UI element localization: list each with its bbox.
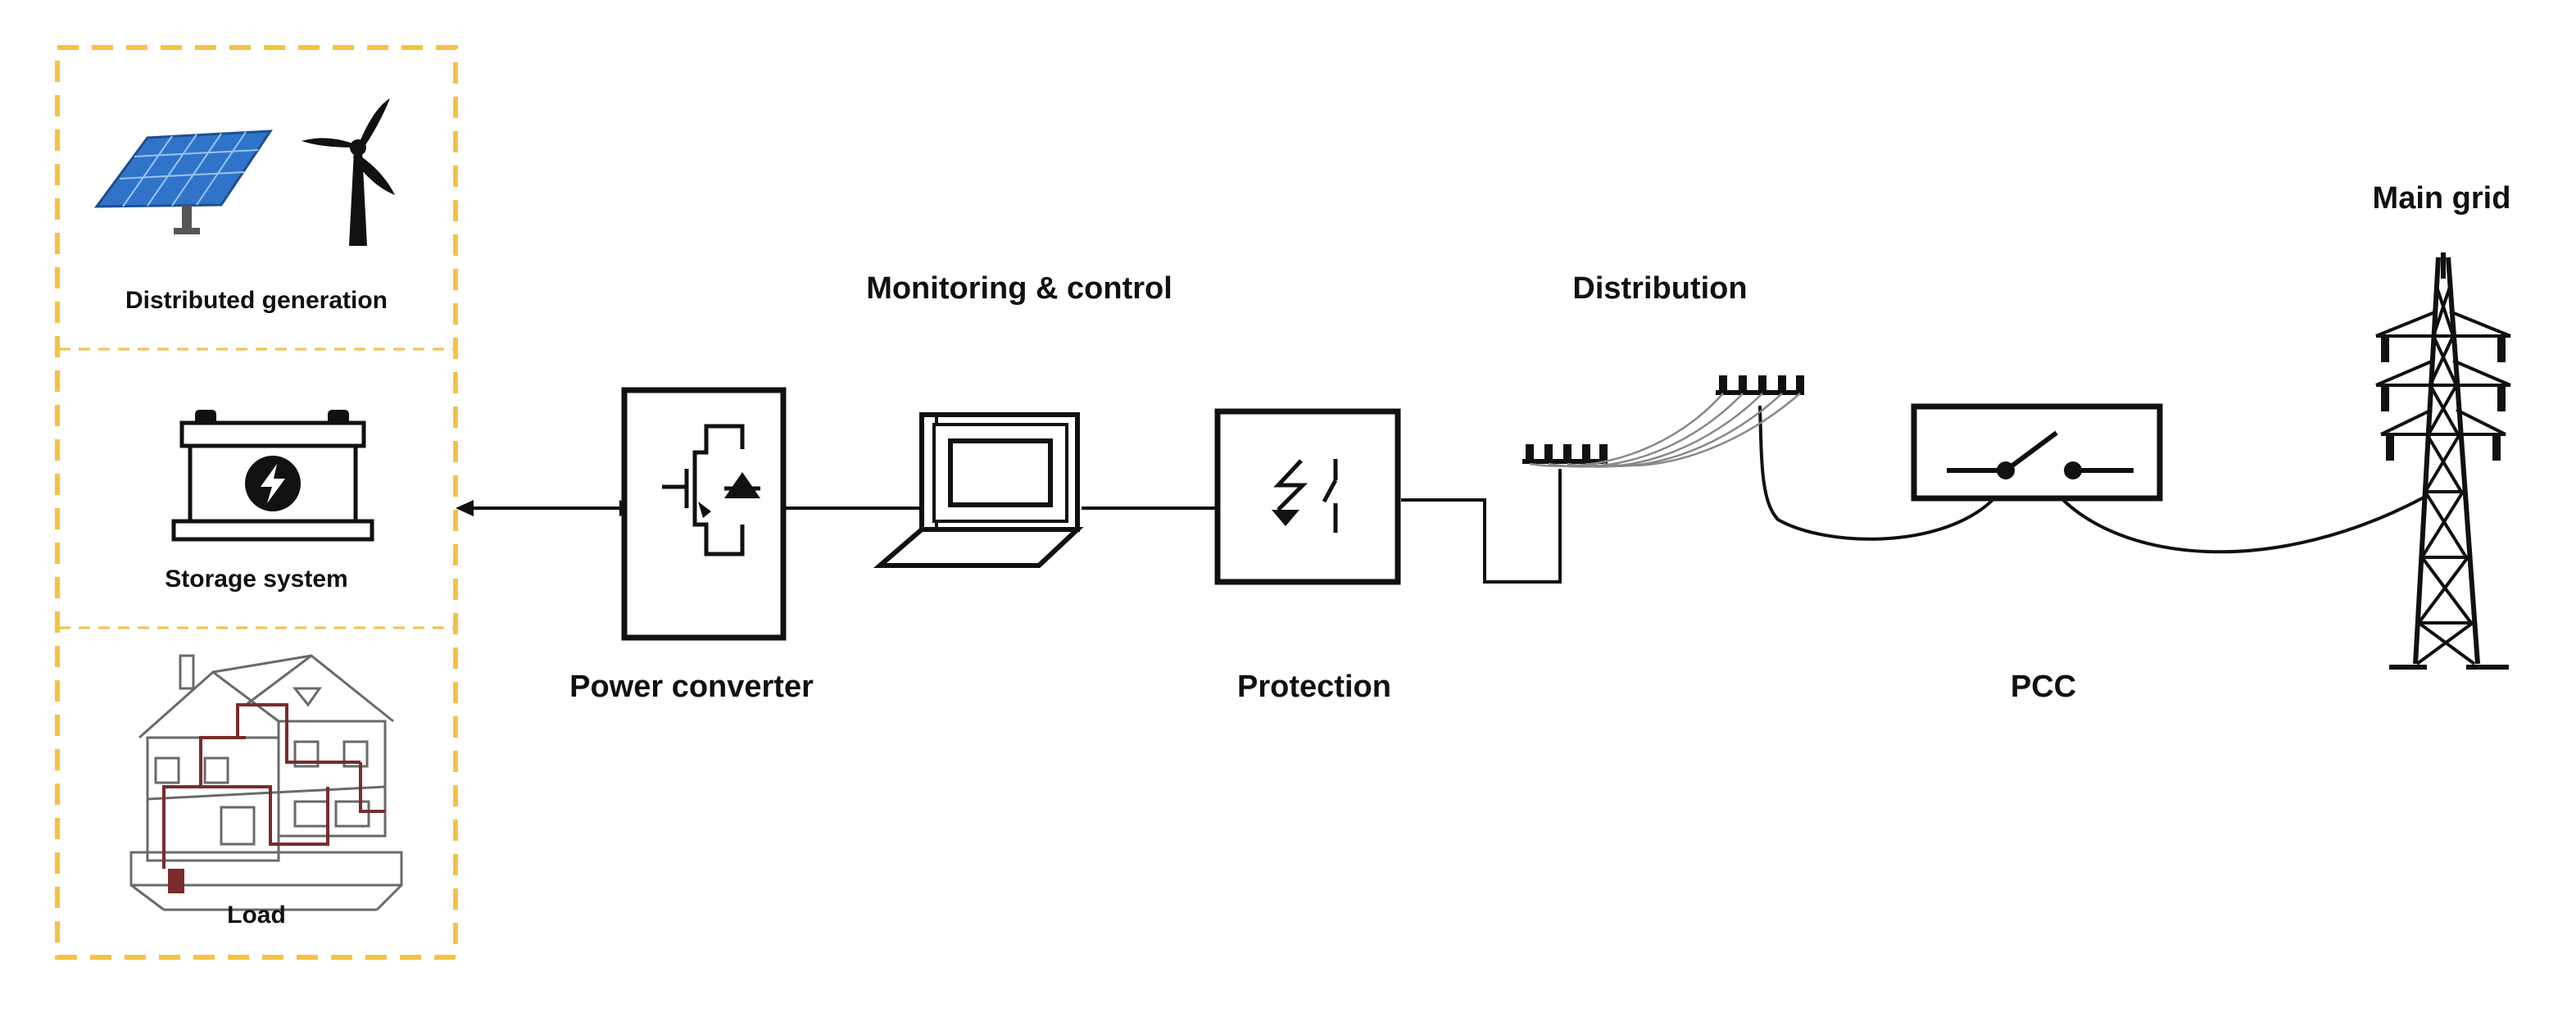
label-power-converter: Power converter: [569, 670, 814, 704]
igbt-converter-icon: [621, 387, 787, 641]
label-distribution: Distribution: [1572, 271, 1747, 306]
insulator-bar-left: [1522, 444, 1608, 464]
label-distributed-generation: Distributed generation: [125, 287, 388, 314]
pole-insulator-icon: [1522, 375, 1804, 468]
resource-group: [55, 45, 458, 960]
label-monitoring-control: Monitoring & control: [866, 271, 1172, 306]
transmission-tower-icon: [2375, 252, 2511, 670]
tower-insulators: [2381, 338, 2506, 461]
wind-turbine-icon: [302, 98, 395, 246]
label-load: Load: [227, 902, 286, 929]
label-main-grid: Main grid: [2373, 181, 2511, 216]
switch-icon: [1911, 403, 2163, 502]
solar-panel-icon: [93, 129, 273, 234]
battery-icon: [171, 410, 374, 542]
breaker-icon: [1214, 408, 1401, 585]
arrowhead-left: [456, 500, 474, 516]
label-storage-system: Storage system: [165, 566, 347, 593]
laptop-icon: [873, 412, 1084, 568]
insulator-bar-right: [1716, 375, 1804, 395]
connection-lines: [470, 405, 2426, 584]
house-icon: [129, 654, 403, 911]
label-pcc: PCC: [2011, 670, 2076, 704]
label-protection: Protection: [1237, 670, 1391, 704]
